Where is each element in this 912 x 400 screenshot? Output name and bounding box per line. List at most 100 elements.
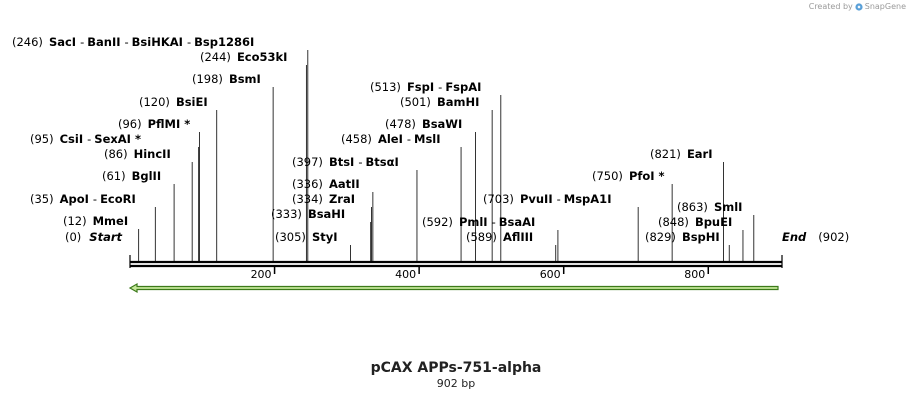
site-separator: -: [125, 35, 129, 49]
site-enzyme-name: BsmI: [229, 72, 261, 86]
site-enzyme-name: SacI: [49, 35, 76, 49]
credit-prefix: Created by: [808, 2, 853, 11]
start-label: Start: [89, 230, 122, 244]
sequence-name: pCAX APPs-751-alpha: [370, 360, 542, 376]
snapgene-logo-icon: [855, 2, 863, 11]
snapgene-credit: Created by SnapGene: [809, 2, 906, 11]
restriction-site[interactable]: (35)ApoI - EcoRI: [30, 192, 136, 206]
site-position: (501): [400, 95, 431, 109]
site-position: (12): [63, 214, 87, 228]
site-position: (305): [275, 230, 306, 244]
restriction-site[interactable]: (120)BsiEI: [139, 95, 208, 109]
restriction-site[interactable]: (829) BspHI: [645, 230, 720, 244]
site-labels: (12) MmeI (35)ApoI - EcoRI (61)BglII (86) Hin…: [12, 35, 849, 244]
restriction-site[interactable]: (334) ZraI: [292, 192, 355, 206]
site-position: (397): [292, 155, 323, 169]
restriction-site[interactable]: (96)PflMI *: [118, 117, 190, 131]
restriction-site[interactable]: (501) BamHI: [400, 95, 479, 109]
restriction-site[interactable]: (12) MmeI: [63, 214, 128, 228]
site-position: (95): [30, 132, 54, 146]
site-enzyme-name: BanII: [87, 35, 120, 49]
site-enzyme-name: BamHI: [437, 95, 479, 109]
feature-track: [128, 282, 779, 294]
site-separator: -: [80, 35, 84, 49]
site-enzyme-name: BpuEI: [695, 215, 732, 229]
site-position: (478): [385, 117, 416, 131]
site-position: (333): [271, 207, 302, 221]
sequence-length: 902 bp: [436, 377, 476, 390]
restriction-site[interactable]: (848) BpuEI: [658, 215, 732, 229]
restriction-site[interactable]: (333) BsaHI: [271, 207, 345, 221]
site-enzyme-name: BtsI: [329, 155, 354, 169]
site-enzyme-name: PflMI *: [148, 117, 191, 131]
ruler-tick-label: 600: [540, 268, 561, 281]
restriction-site[interactable]: (703)PvuII - MspA1I: [483, 192, 611, 206]
site-enzyme-name: BsaHI: [308, 207, 345, 221]
restriction-site[interactable]: (198)BsmI: [192, 72, 261, 86]
restriction-site[interactable]: (95) CsiI - SexAI *: [30, 132, 141, 146]
site-enzyme-name: EcoRI: [100, 192, 136, 206]
restriction-site[interactable]: (86) HincII: [104, 147, 171, 161]
site-position: (86): [104, 147, 128, 161]
site-position: (336): [292, 177, 323, 191]
site-enzyme-name: FspAI: [445, 80, 481, 94]
site-position: (589): [466, 230, 497, 244]
site-position: (703): [483, 192, 514, 206]
restriction-site[interactable]: (821) EarI: [650, 147, 713, 161]
site-enzyme-name: MslI: [414, 132, 441, 146]
site-enzyme-name: BspHI: [682, 230, 720, 244]
site-position: (334): [292, 192, 323, 206]
site-position: (829): [645, 230, 676, 244]
end-marker: End(902): [782, 230, 849, 244]
site-enzyme-name: AleI: [378, 132, 403, 146]
site-separator: -: [557, 192, 561, 206]
site-separator: -: [87, 132, 91, 146]
site-enzyme-name: SexAI *: [94, 132, 141, 146]
restriction-site[interactable]: (244)Eco53kI: [200, 50, 287, 64]
ruler-tick-label: 200: [251, 268, 272, 281]
site-position: (458): [341, 132, 372, 146]
site-position: (848): [658, 215, 689, 229]
ruler-tick-label: 400: [395, 268, 416, 281]
restriction-site[interactable]: (336) AatII: [292, 177, 360, 191]
restriction-site[interactable]: (592)PmlI - BsaAI: [422, 215, 535, 229]
site-position: (61): [102, 169, 126, 183]
restriction-site[interactable]: (478)BsaWI: [385, 117, 462, 131]
site-enzyme-name: BsaAI: [499, 215, 536, 229]
site-enzyme-name: Eco53kI: [237, 50, 288, 64]
ruler-tick-label: 800: [684, 268, 705, 281]
site-enzyme-name: PmlI: [459, 215, 488, 229]
site-enzyme-name: MspA1I: [564, 192, 612, 206]
site-enzyme-name: BtsαI: [365, 155, 398, 169]
site-enzyme-name: MmeI: [93, 214, 129, 228]
sequence-backbone: [129, 255, 783, 268]
site-enzyme-name: BsiHKAI: [132, 35, 183, 49]
site-separator: -: [407, 132, 411, 146]
site-enzyme-name: HincII: [134, 147, 171, 161]
site-position: (863): [677, 200, 708, 214]
feature-arrow[interactable]: [128, 282, 779, 294]
site-separator: -: [438, 80, 442, 94]
site-enzyme-name: Bsp1286I: [194, 35, 254, 49]
site-position: (592): [422, 215, 453, 229]
site-enzyme-name: EarI: [687, 147, 713, 161]
credit-brand: SnapGene: [864, 2, 906, 11]
end-position: (902): [818, 230, 849, 244]
restriction-site[interactable]: (246)SacI - BanII - BsiHKAI - Bsp1286I: [12, 35, 254, 49]
restriction-site[interactable]: (513)FspI - FspAI: [370, 80, 481, 94]
restriction-site[interactable]: (397)BtsI - BtsαI: [292, 155, 399, 169]
restriction-site[interactable]: (750)PfoI *: [592, 169, 665, 183]
restriction-site[interactable]: (61)BglII: [102, 169, 161, 183]
site-position: (513): [370, 80, 401, 94]
site-enzyme-name: BsiEI: [176, 95, 208, 109]
site-enzyme-name: ApoI: [60, 192, 89, 206]
site-enzyme-name: CsiI: [60, 132, 84, 146]
site-enzyme-name: ZraI: [329, 192, 355, 206]
site-enzyme-name: AatII: [329, 177, 360, 191]
restriction-site[interactable]: (458) AleI - MslI: [341, 132, 441, 146]
site-position: (821): [650, 147, 681, 161]
restriction-site[interactable]: (589)AflIII: [466, 230, 533, 244]
restriction-site[interactable]: (305)StyI: [275, 230, 338, 244]
restriction-site[interactable]: (863)SmlI: [677, 200, 742, 214]
